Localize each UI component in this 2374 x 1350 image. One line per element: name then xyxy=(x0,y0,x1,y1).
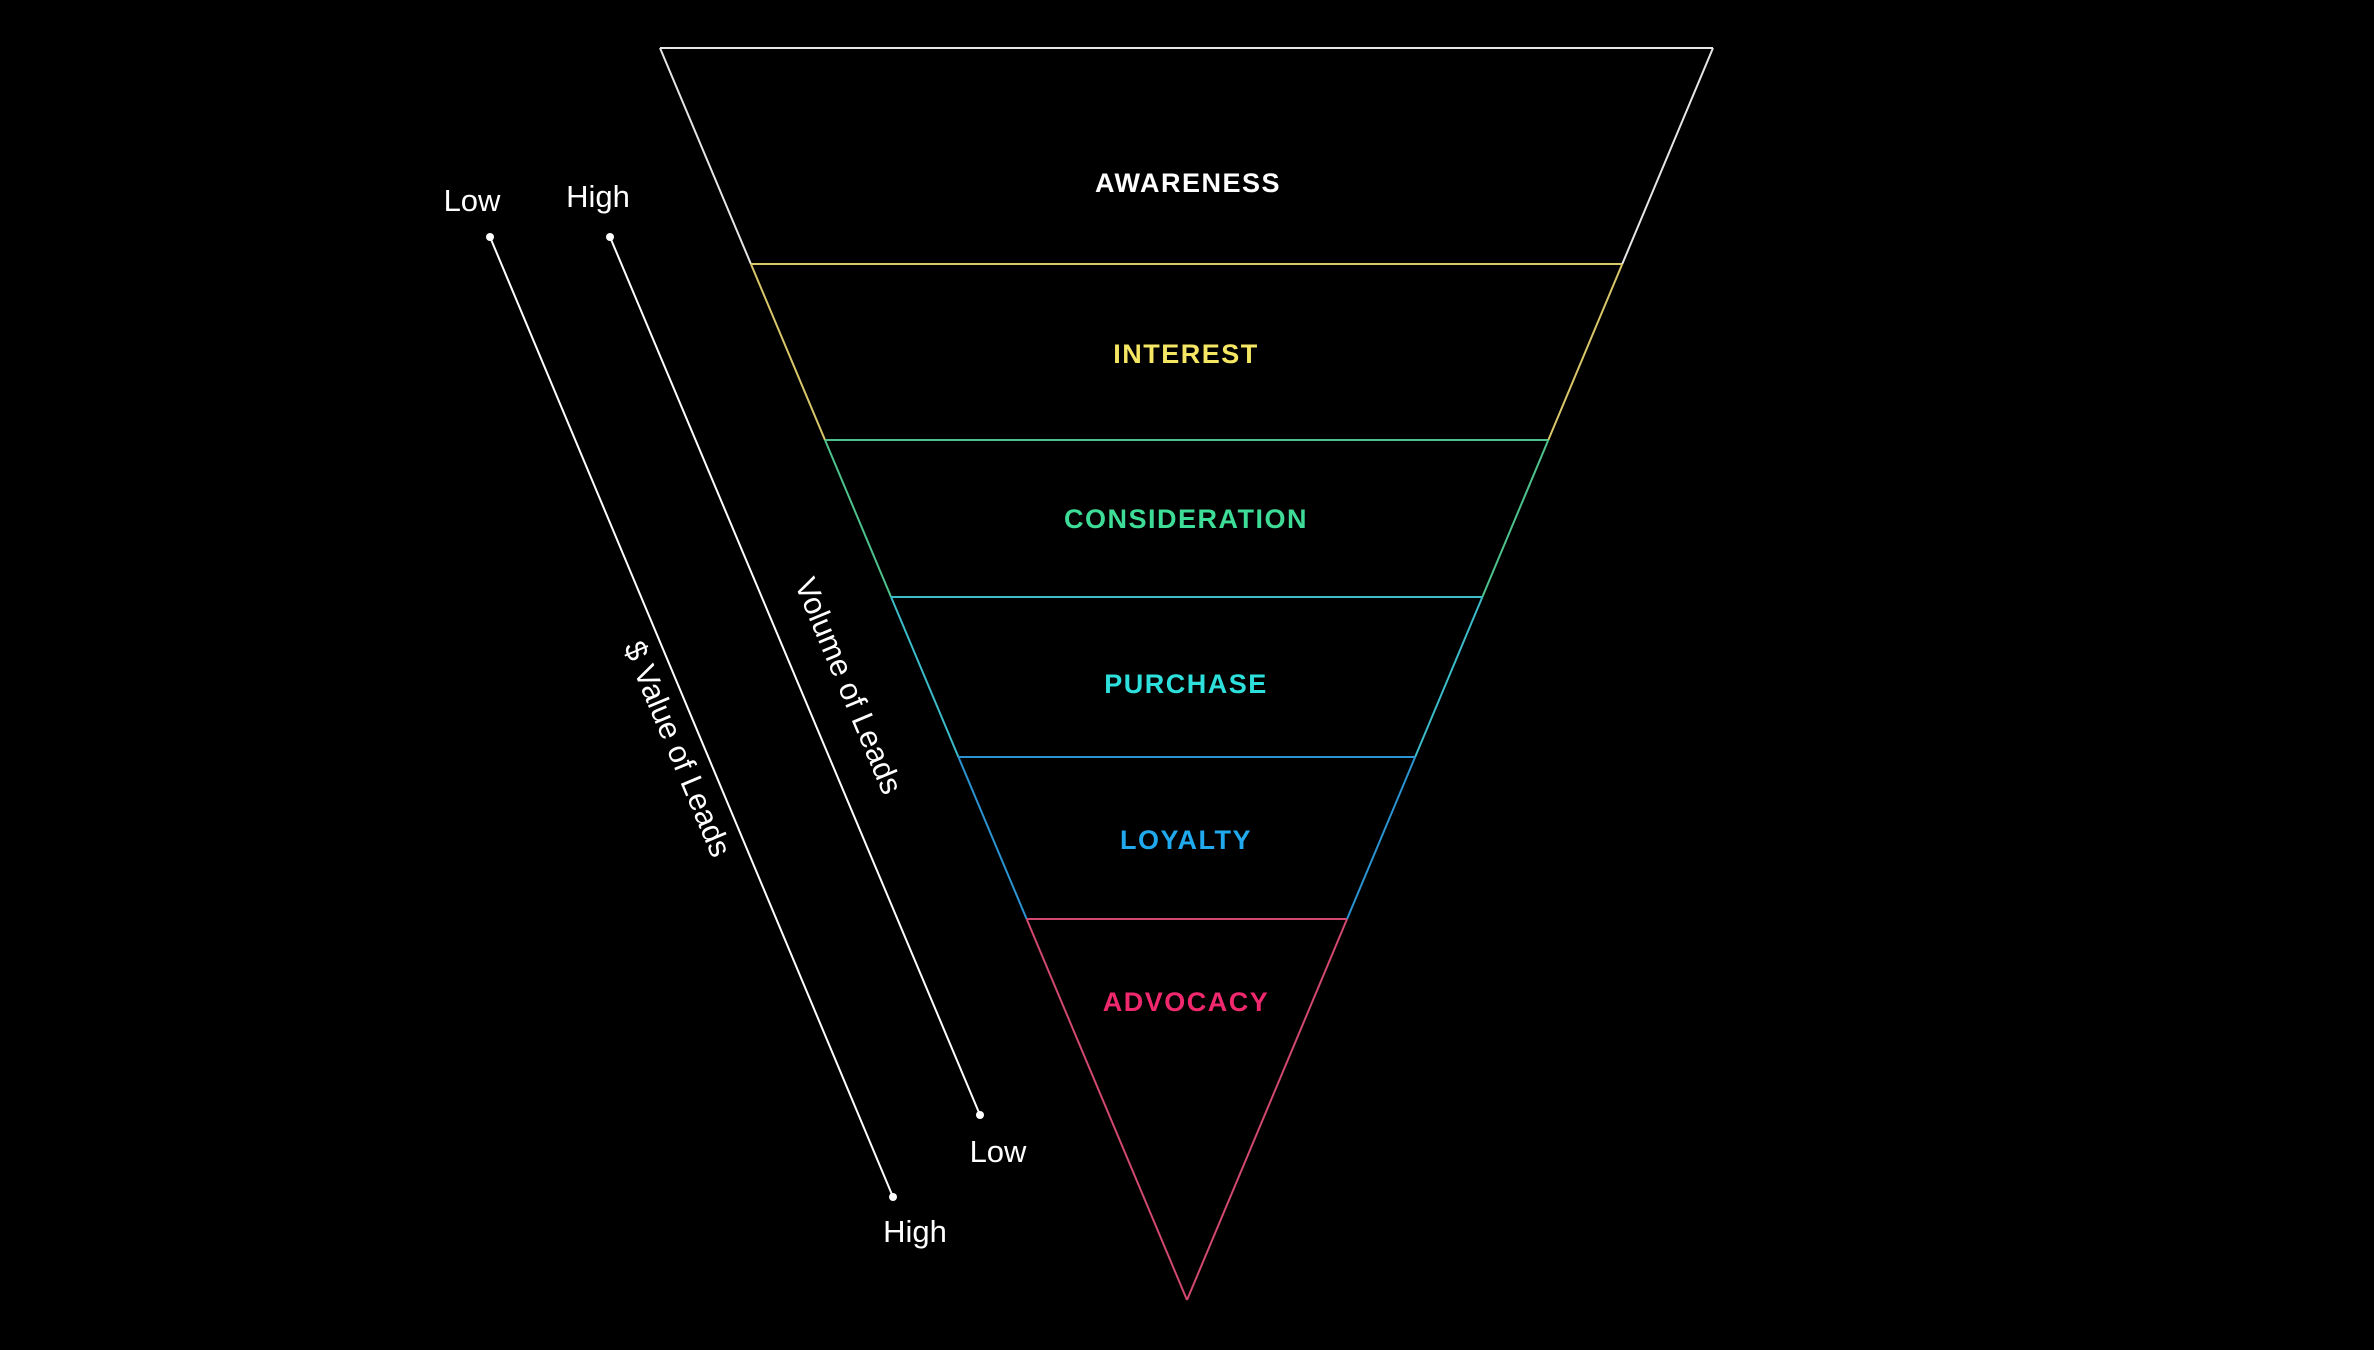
stage-label-awareness: AWARENESS xyxy=(1095,168,1281,198)
stage-label-purchase: PURCHASE xyxy=(1104,669,1268,699)
funnel-outline-loyalty xyxy=(957,756,1028,920)
funnel-outline-consideration xyxy=(824,439,893,598)
value-axis-end-dot xyxy=(889,1193,897,1201)
value-axis-start-label: Low xyxy=(444,183,501,218)
funnel-outline-interest xyxy=(749,263,826,441)
funnel-outline-right-purchase xyxy=(1414,596,1484,758)
funnel-outline-right-awareness xyxy=(1621,47,1714,265)
stage-label-loyalty: LOYALTY xyxy=(1120,825,1252,855)
funnel-outline-right-loyalty xyxy=(1346,756,1417,920)
funnel-outline-awareness xyxy=(659,47,752,265)
stage-label-interest: INTEREST xyxy=(1113,339,1259,369)
value-axis-start-dot xyxy=(486,233,494,241)
funnel-outline-right-consideration xyxy=(1481,439,1550,598)
value-axis-line xyxy=(489,236,894,1198)
stage-label-consideration: CONSIDERATION xyxy=(1064,504,1308,534)
funnel-outline-right-interest xyxy=(1547,263,1624,441)
stage-label-advocacy: ADVOCACY xyxy=(1103,987,1270,1017)
volume-axis-end-dot xyxy=(976,1111,984,1119)
stage-labels: AWARENESS INTEREST CONSIDERATION PURCHAS… xyxy=(1064,168,1308,1017)
funnel-outline-advocacy xyxy=(1025,918,1188,1301)
volume-axis-line xyxy=(609,236,981,1116)
funnel-lines xyxy=(659,47,1714,1301)
volume-axis-title: Volume of Leads xyxy=(788,573,910,799)
funnel-outline-right-advocacy xyxy=(1186,918,1348,1301)
volume-axis-end-label: Low xyxy=(970,1134,1027,1169)
volume-axis-start-dot xyxy=(606,233,614,241)
value-axis-end-label: High xyxy=(883,1214,947,1249)
volume-axis-start-label: High xyxy=(566,179,630,214)
funnel-outline-purchase xyxy=(890,596,960,758)
value-axis-title: $ Value of Leads xyxy=(617,636,739,862)
